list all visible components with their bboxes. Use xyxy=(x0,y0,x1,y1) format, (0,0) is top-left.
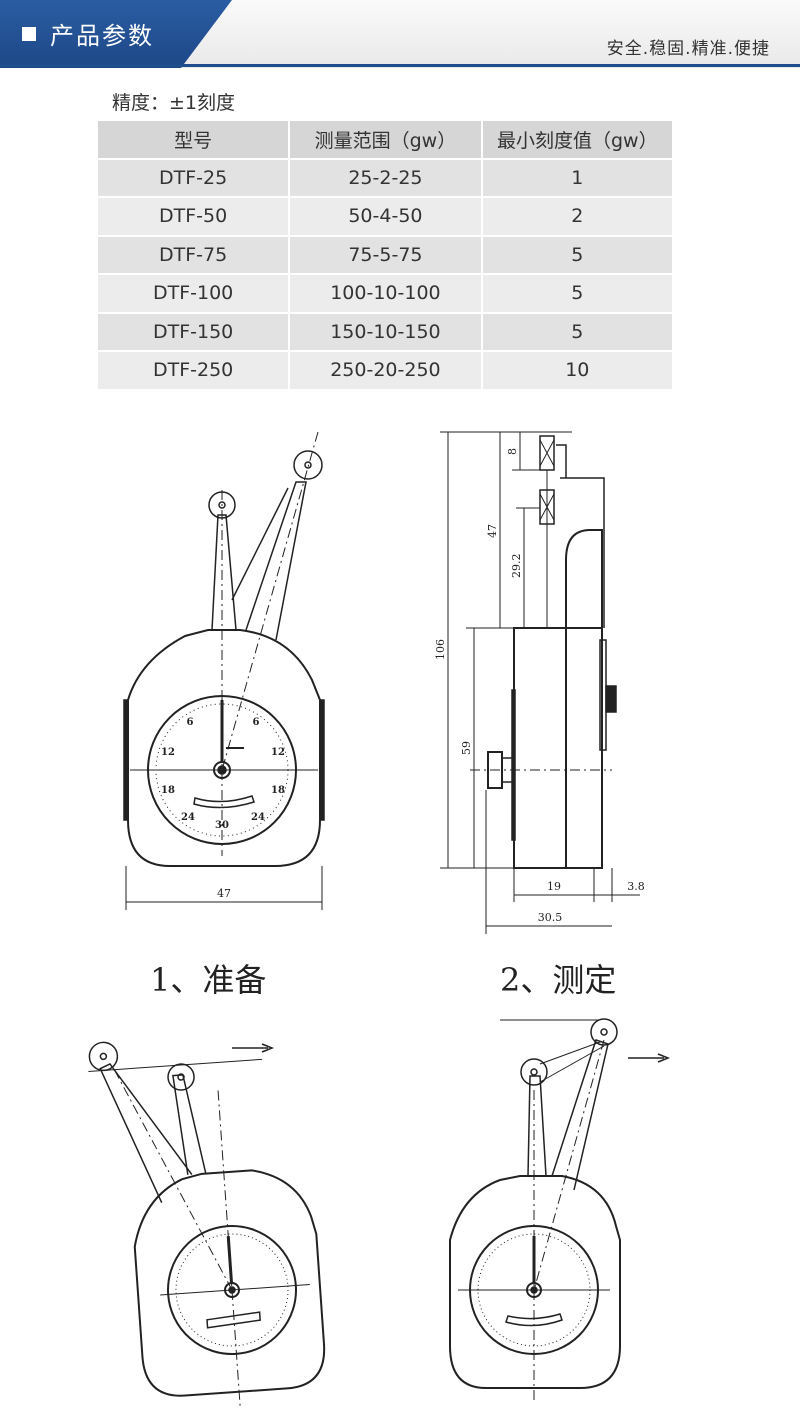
dial-tick-label: 30 xyxy=(215,820,229,831)
header-title: 产品参数 xyxy=(50,22,154,50)
dial-tick-label: 12 xyxy=(271,747,285,758)
dimension-label: 29.2 xyxy=(510,554,523,579)
table-row: DTF-75 75-5-75 5 xyxy=(95,234,675,275)
dial-tick-label: 18 xyxy=(161,785,175,796)
table-cell: 5 xyxy=(480,273,675,314)
table-row: DTF-250 250-20-250 10 xyxy=(95,350,675,391)
step2-caption: 2、测定 xyxy=(500,961,617,999)
table-cell: DTF-100 xyxy=(95,273,291,314)
table-cell: DTF-50 xyxy=(95,196,291,237)
table-cell: 75-5-75 xyxy=(288,234,483,275)
table-cell: 150-10-150 xyxy=(288,311,483,352)
table-cell: 50-4-50 xyxy=(288,196,483,237)
table-cell: 5 xyxy=(480,311,675,352)
table-cell: 5 xyxy=(480,234,675,275)
table-cell: DTF-75 xyxy=(95,234,291,275)
table-header: 测量范围（gw） xyxy=(288,119,483,160)
dimension-label: 106 xyxy=(434,639,447,660)
table-header-row: 型号 测量范围（gw） 最小刻度值（gw） xyxy=(95,119,675,160)
table-cell: 10 xyxy=(480,350,675,391)
table-cell: 2 xyxy=(480,196,675,237)
dial-tick-label: 6 xyxy=(253,717,260,728)
table-header: 型号 xyxy=(95,119,291,160)
table-cell: DTF-250 xyxy=(95,350,291,391)
table-row: DTF-25 25-2-25 1 xyxy=(95,157,675,198)
front-view: 6 6 12 12 18 18 24 24 30 47 xyxy=(123,431,325,910)
dimension-label: 47 xyxy=(217,887,231,900)
square-icon xyxy=(22,27,36,41)
dimension-label: 30.5 xyxy=(538,911,563,924)
table-cell: DTF-25 xyxy=(95,157,291,198)
dial-tick-label: 12 xyxy=(161,747,175,758)
dial-tick-label: 24 xyxy=(251,812,265,823)
dimension-label: 47 xyxy=(486,524,499,538)
side-view: 8 47 29.2 106 59 19 3.8 30.5 xyxy=(434,431,645,934)
table-row: DTF-100 100-10-100 5 xyxy=(95,273,675,314)
table-cell: 250-20-250 xyxy=(288,350,483,391)
dimension-label: 8 xyxy=(506,448,519,455)
table-header: 最小刻度值（gw） xyxy=(480,119,675,160)
dial-tick-label: 24 xyxy=(181,812,195,823)
dimension-label: 59 xyxy=(460,741,473,755)
dial-tick-label: 6 xyxy=(187,717,194,728)
table-row: DTF-150 150-10-150 5 xyxy=(95,311,675,352)
table-cell: 100-10-100 xyxy=(288,273,483,314)
table-cell: 1 xyxy=(480,157,675,198)
table-row: DTF-50 50-4-50 2 xyxy=(95,196,675,237)
step2-drawing xyxy=(449,1018,671,1400)
precision-note: 精度：±1刻度 xyxy=(112,92,236,114)
header-underline xyxy=(0,64,800,67)
dial-tick-label: 18 xyxy=(271,785,285,796)
header-slogan: 安全.稳固.精准.便捷 xyxy=(606,39,770,59)
table-cell: DTF-150 xyxy=(95,311,291,352)
step1-drawing xyxy=(88,1041,326,1409)
dimension-label: 3.8 xyxy=(627,880,645,893)
dimension-label: 19 xyxy=(547,880,561,893)
section-header: 产品参数 安全.稳固.精准.便捷 xyxy=(0,0,800,68)
spec-table: 型号 测量范围（gw） 最小刻度值（gw） DTF-25 25-2-25 1 D… xyxy=(95,119,675,391)
step1-caption: 1、准备 xyxy=(150,961,267,999)
table-cell: 25-2-25 xyxy=(288,157,483,198)
